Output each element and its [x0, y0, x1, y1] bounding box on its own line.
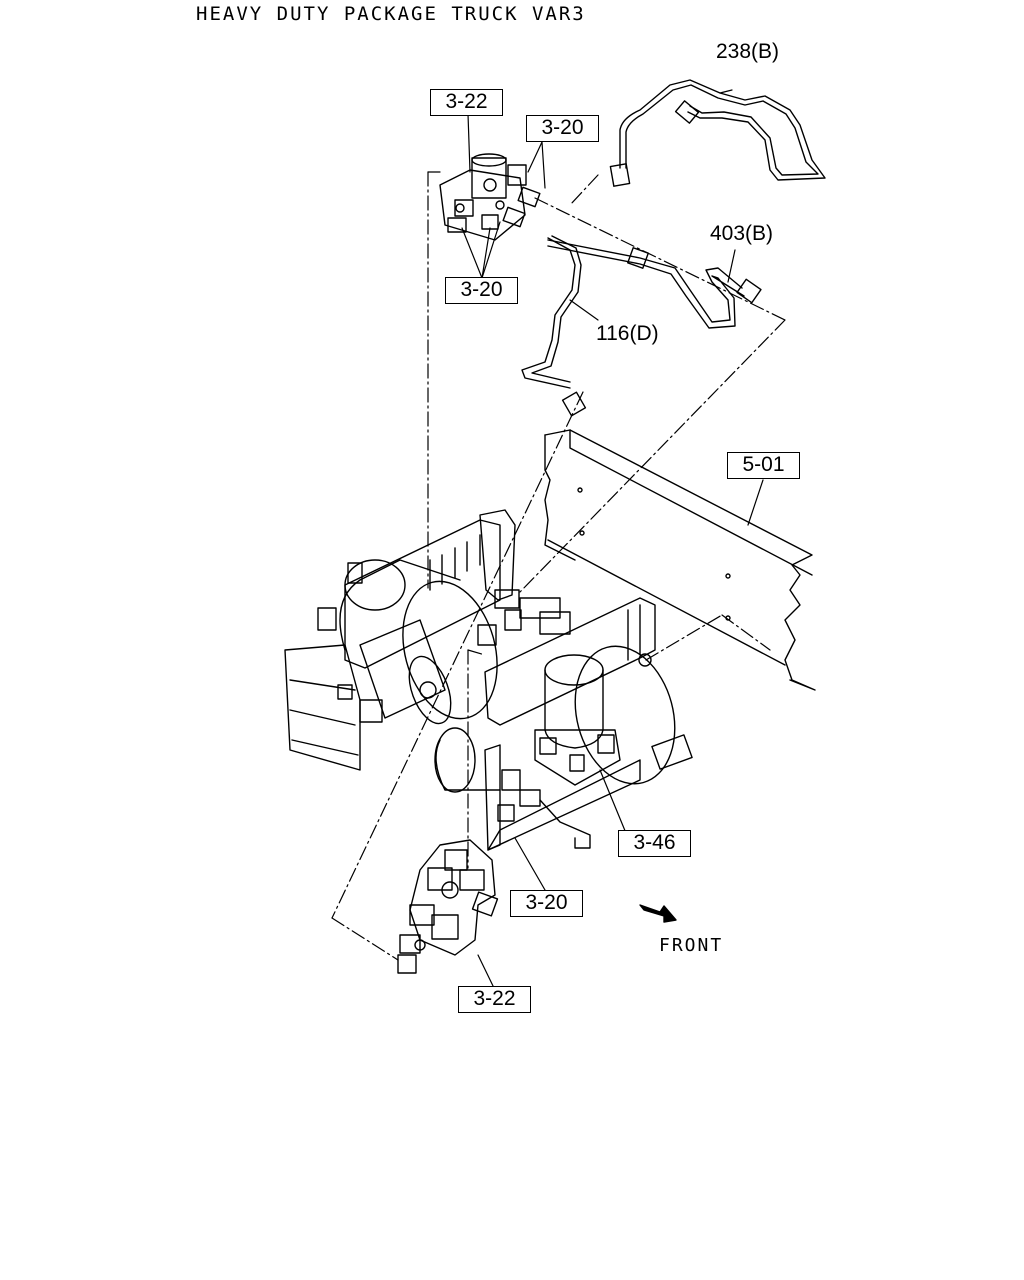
- front-label: FRONT: [659, 935, 724, 956]
- bottom-valve-assembly: [397, 839, 499, 974]
- callout-dryer-ref: 3-46: [618, 830, 691, 857]
- air-dryer: [497, 654, 621, 849]
- callout-bottom-valve-ref: 3-22: [458, 986, 531, 1013]
- callout-top-valve-ref: 3-22: [430, 89, 503, 116]
- dash-dot-lines: [331, 171, 786, 961]
- center-connectors: [477, 589, 571, 646]
- left-cylinder: [284, 619, 452, 771]
- pipe-403: [547, 239, 762, 329]
- diagram-title: HEAVY DUTY PACKAGE TRUCK VAR3: [196, 3, 586, 25]
- callout-bottom-fitting-ref: 3-20: [510, 890, 583, 917]
- leader-lines: [461, 89, 764, 989]
- pipe-116: [521, 235, 587, 417]
- callout-top-fitting-ref-a: 3-20: [526, 115, 599, 142]
- top-valve-assembly: [439, 153, 541, 241]
- front-direction-arrow-icon: [639, 904, 677, 923]
- callout-pipe-116: 116(D): [596, 322, 659, 345]
- frame-rail: [544, 429, 816, 691]
- pipe-238: [609, 79, 826, 187]
- callout-top-fitting-ref-b: 3-20: [445, 277, 518, 304]
- right-tank-bracket: [434, 597, 693, 851]
- callout-pipe-238: 238(B): [716, 40, 780, 63]
- callout-frame-ref: 5-01: [727, 452, 800, 479]
- callout-pipe-403: 403(B): [710, 222, 774, 245]
- left-tank-bracket: [317, 509, 516, 720]
